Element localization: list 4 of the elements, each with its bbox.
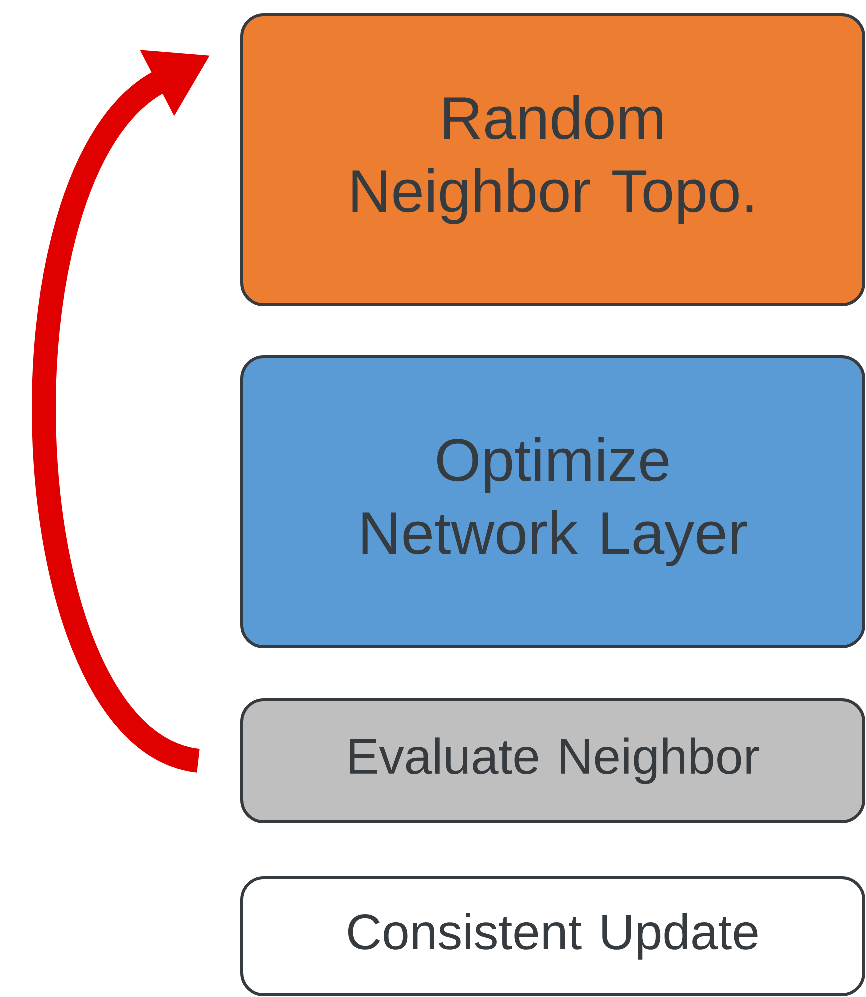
process-box: Evaluate Neighbor (240, 698, 866, 824)
process-box: Optimize Network Layer (240, 356, 866, 648)
process-box: Consistent Update (240, 876, 866, 996)
process-box: Random Neighbor Topo. (240, 14, 866, 306)
